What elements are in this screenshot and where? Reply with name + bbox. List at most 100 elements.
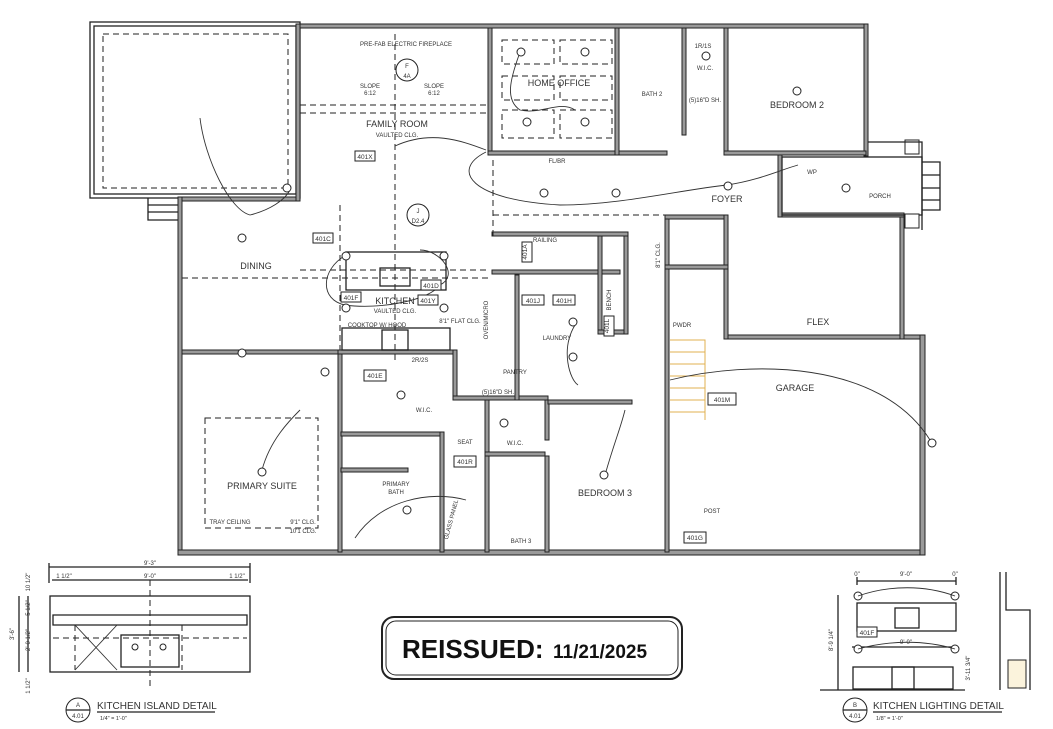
slope-left-label: SLOPE [360,84,380,90]
family-room-label: FAMILY ROOM [366,119,428,129]
oven-label: OVEN/MICRO [484,300,490,339]
porch-label: PORCH [869,194,891,200]
tag-401f: 401F [344,295,359,302]
detail-marker-4a: 4A [403,74,410,80]
seat-label: SEAT [457,440,473,446]
rod-shelf-label: 1R/1S [695,44,712,50]
tag-401e: 401E [367,373,383,380]
island-detail-letter: A [76,703,80,709]
tag-401l: 401L [604,318,611,333]
lighting-detail-sheet: 4.01 [849,714,861,720]
tag-401r: 401R [457,459,473,466]
island-dim-a: 10 1/2" [26,573,32,592]
island-dim-total: 9'-3" [144,561,156,567]
tag-401g: 401G [687,535,703,542]
bedroom-2-label: BEDROOM 2 [770,100,824,110]
lighting-dim-top: 9'-0" [900,572,912,578]
lighting-dim-mid: 9'-0" [900,640,912,646]
exterior-walls [177,23,926,556]
detail-marker-j: J [417,209,420,215]
lighting-dim-left: 0" [854,572,859,578]
island-dim-height: 3'-6" [10,628,16,640]
clg-101-label: 10'1 CLG. [290,529,317,535]
island-detail-scale: 1/4" = 1'-0" [100,716,127,722]
kitchen-ceiling: VAULTED CLG. [374,309,417,315]
rod-shelf-2r2s: 2R/2S [412,358,429,364]
slope-right-value: 6:12 [428,91,440,97]
kitchen-island [341,251,451,351]
dining-label: DINING [240,261,272,271]
tag-401m: 401M [714,397,730,404]
circuit-tags: 401X 401C 401F 401D 401Y 401E 401A 401J … [312,150,730,544]
primary-suite-label: PRIMARY SUITE [227,481,297,491]
tag-401c: 401C [315,236,331,243]
kitchen-lighting-detail: 401F 0" 9'-0" 0" 9'-0" 8'-9 1/4" 3'-11 3… [820,572,1031,723]
fireplace-label: PRE-FAB ELECTRIC FIREPLACE [360,42,452,48]
ceiling-lines [182,34,665,529]
tag-401x: 401X [357,154,373,161]
tag-401h: 401H [556,298,572,305]
interior-walls [181,27,867,553]
light-fixtures [237,47,937,515]
tag-401a: 401A [522,244,529,260]
slope-right-label: SLOPE [424,84,444,90]
railing-label: RAILING [533,238,557,244]
post-label: POST [704,509,721,515]
foyer-label: FOYER [711,194,743,204]
detail-marker-d24: D2.4 [412,219,425,225]
tag-401d: 401D [423,283,439,290]
lighting-dim-side: 3'-11 3/4" [966,656,972,681]
garage-label: GARAGE [776,383,815,393]
lighting-detail-letter: B [853,703,857,709]
island-dim-left: 1 1/2" [56,574,71,580]
bedroom-3-label: BEDROOM 3 [578,488,632,498]
tray-ceiling-label: TRAY CEILING [209,520,250,526]
pantry-shelf-label: (5)16"D SH. [482,390,514,396]
glass-panel-label: GLASS PANEL [444,499,461,541]
wic-label: W.I.C. [697,66,714,72]
reissued-date: 11/21/2025 [553,642,647,663]
detail-marker-f: F [405,64,409,70]
lighting-detail-scale: 1/8" = 1'-0" [876,716,903,722]
slope-left-value: 6:12 [364,91,376,97]
primary-wic-label: W.I.C. [416,408,433,414]
island-dim-d: 1 1/2" [26,678,32,693]
primary-bath-label-2: BATH [388,490,404,496]
clg-81-label: 8'1" CLG. [656,242,662,268]
pwdr-label: PWDR [673,323,692,329]
bath-3-label: BATH 3 [511,539,532,545]
island-dim-mid: 9'-0" [144,574,156,580]
pantry-label: PANTRY [503,370,527,376]
tag-401y: 401Y [420,298,436,305]
family-room-ceiling: VAULTED CLG. [376,133,419,139]
kitchen-island-detail: 9'-3" 1 1/2" 9'-0" 1 1/2" 3'-6" 10 1/2" … [10,561,251,723]
flat-ceiling-label: 8'1" FLAT CLG. [439,319,481,325]
covered-patio [89,21,301,221]
bedroom-3-wic-label: W.I.C. [507,441,524,447]
island-dim-c: 2'-0 1/2" [26,629,32,651]
reissued-label: REISSUED: [402,634,544,664]
island-dim-b: 5 1/2" [26,600,32,615]
fl-br-label: FL/BR [548,159,566,165]
home-office-label: HOME OFFICE [528,78,591,88]
reissued-stamp: REISSUED: 11/21/2025 [381,616,683,680]
lighting-dim-right: 0" [952,572,957,578]
clg-91-label: 9'1" CLG. [290,520,316,526]
room-labels: PRE-FAB ELECTRIC FIREPLACE F 4A J D2.4 S… [209,42,890,545]
bench-label: BENCH [607,289,613,310]
kitchen-label: KITCHEN [375,296,415,306]
electrical-wiring [199,54,931,539]
lighting-dim-height: 8'-9 1/4" [829,629,835,651]
shelf-label: (5)16"D SH. [689,98,721,104]
garage-steps [670,339,737,420]
island-dim-right: 1 1/2" [229,574,244,580]
island-detail-sheet: 4.01 [72,714,84,720]
wp-label: WP [807,170,817,176]
porch [781,139,941,230]
island-detail-title: KITCHEN ISLAND DETAIL [97,701,217,712]
primary-bath-label-1: PRIMARY [382,482,409,488]
cooktop-label: COOKTOP W/ HOOD [348,323,407,329]
lighting-tag-401f: 401F [860,630,875,637]
bath-2-label: BATH 2 [642,92,663,98]
